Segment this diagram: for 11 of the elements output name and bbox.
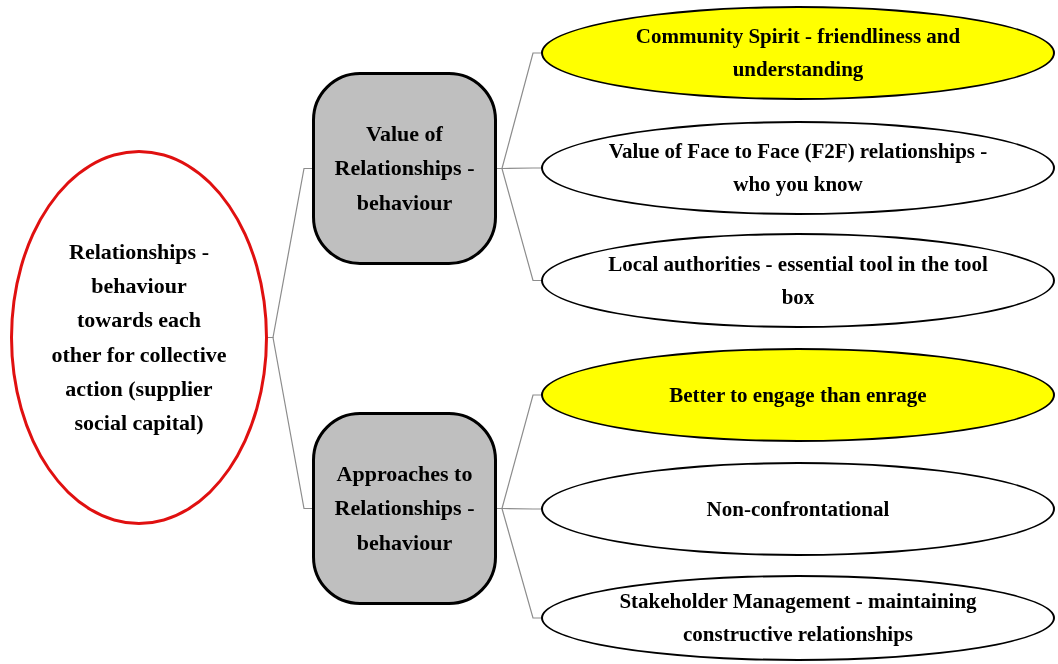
rounded-box [312,72,497,265]
node-text: Stakeholder Management - maintaining constructive relationships [618,588,978,648]
node-text: Community Spirit - friendliness and understanding [634,23,962,83]
node-text: Relationships - behaviour towards each other for collective action (supplier social capital) [51,238,227,437]
node-text: Local authorities - essential tool in the tool box [607,250,989,311]
rounded-box [312,412,497,605]
node-text: Value of Face to Face (F2F) relationships - who you know [607,138,989,198]
node-text: Approaches to Relationships - behaviour [333,460,476,557]
node-text: Non-confrontational [706,495,890,523]
node-text: Better to engage than enrage [669,381,927,409]
node-text: Value of Relationships - behaviour [333,120,476,217]
